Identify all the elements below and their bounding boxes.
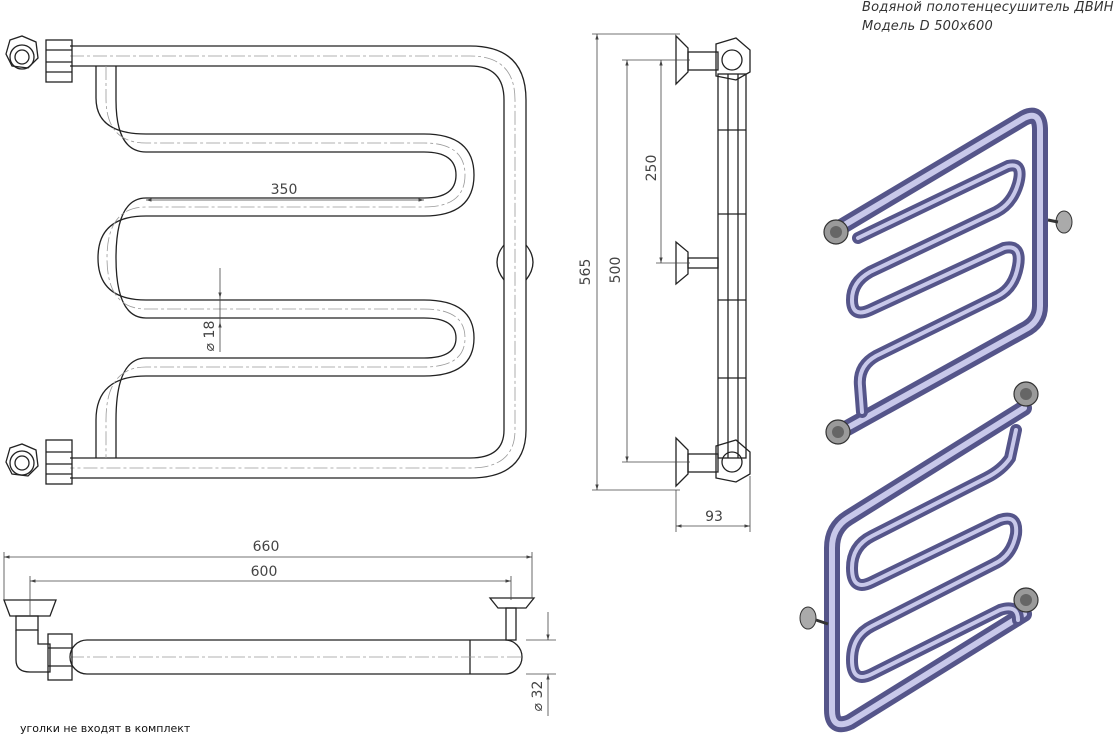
dimension-350: 350 bbox=[271, 182, 298, 198]
dimension-main-pipe-diameter: ⌀ 32 bbox=[530, 681, 546, 712]
dimension-660: 660 bbox=[253, 539, 280, 555]
top-view: 660 600 ⌀ 32 bbox=[3, 539, 556, 716]
top-connector-nut bbox=[5, 35, 73, 83]
dimension-250: 250 bbox=[644, 155, 660, 182]
dimension-pipe-diameter: ⌀ 18 bbox=[202, 321, 218, 352]
bottom-connector-nut bbox=[5, 439, 73, 485]
footnote: уголки не входят в комплект bbox=[20, 722, 191, 735]
serpentine-pipe bbox=[70, 45, 527, 479]
model-subtitle: Модель D 500x600 bbox=[862, 19, 993, 34]
render-upper bbox=[823, 107, 1073, 445]
front-view: 350 ⌀ 18 bbox=[5, 35, 534, 485]
side-view: 565 500 250 93 bbox=[578, 33, 751, 532]
dimension-600: 600 bbox=[251, 564, 278, 580]
dimension-565: 565 bbox=[578, 259, 594, 286]
drawing-title: Водяной полотенцесушитель ДВИН bbox=[862, 0, 1114, 15]
dimension-500: 500 bbox=[608, 257, 624, 284]
dimension-93: 93 bbox=[705, 509, 723, 525]
render-lower bbox=[799, 381, 1039, 733]
